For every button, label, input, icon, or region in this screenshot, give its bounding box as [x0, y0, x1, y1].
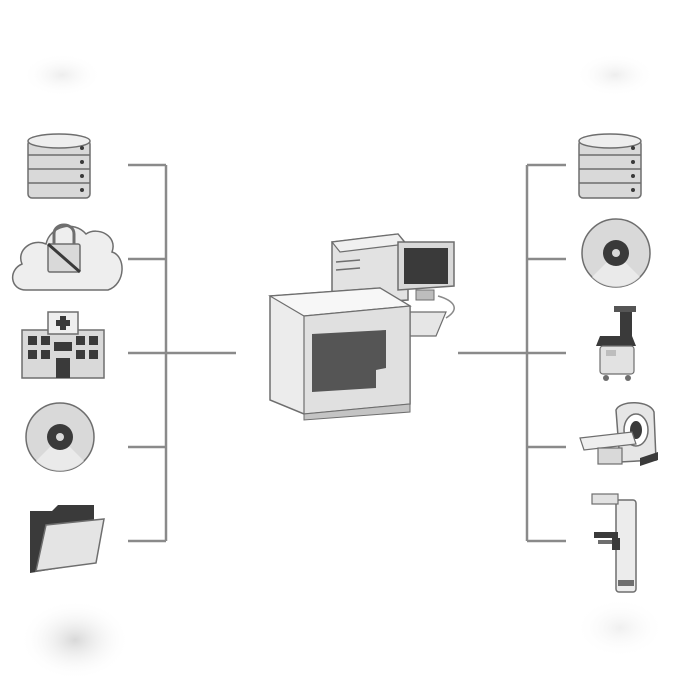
right-connectors: [458, 163, 566, 543]
hospital-building-icon: [21, 311, 105, 379]
optical-disc-icon: [581, 218, 651, 288]
medical-printer-workstation-icon: [268, 233, 455, 421]
database-server-icon: [578, 133, 642, 199]
database-server-icon: [27, 133, 91, 199]
ultrasound-machine-icon: [596, 306, 636, 381]
background-blur: [20, 53, 665, 680]
left-connectors: [128, 163, 236, 543]
folder-icon: [30, 505, 105, 573]
optical-disc-icon: [25, 402, 95, 472]
cloud-lock-icon: [12, 223, 123, 291]
ct-scanner-icon: [579, 402, 658, 466]
mammography-machine-icon: [591, 493, 637, 593]
